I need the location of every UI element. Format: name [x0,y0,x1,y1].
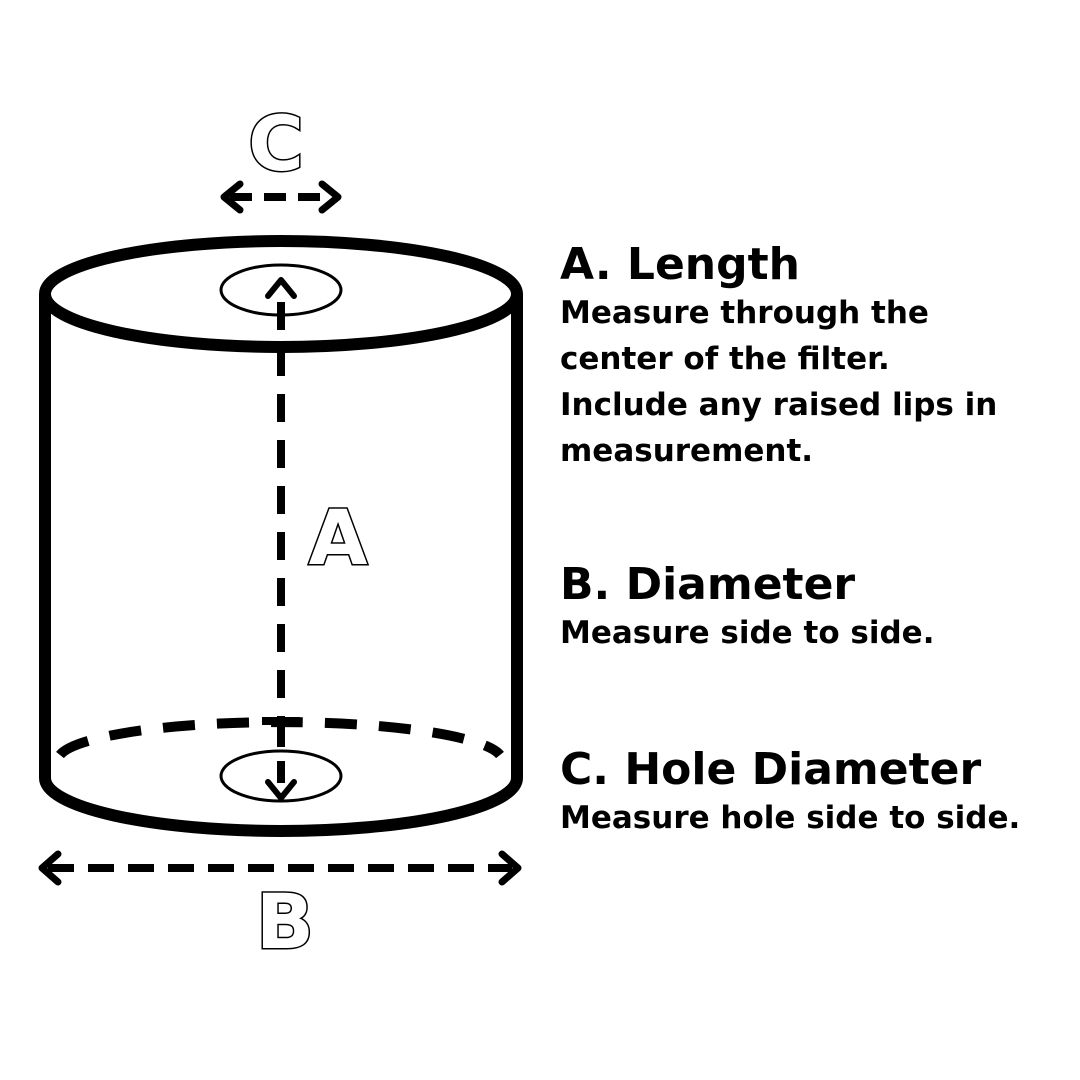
cylinder-top-rim [39,235,523,353]
bottom-hole [219,749,343,803]
legend-hole-diameter: C. Hole Diameter Measure hole side to si… [560,745,1020,841]
cylinder-bottom-front-arc [39,777,523,837]
hole-diameter-arrow [220,180,342,214]
label-b: B [256,877,314,966]
diameter-arrow [38,850,522,886]
legend-length: A. Length Measure through the center of … [560,240,997,474]
legend-diameter-description: Measure side to side. [560,615,935,651]
legend-diameter-title: B. Diameter [560,559,856,610]
legend-length-title: A. Length [560,239,800,290]
label-c: C [248,99,304,188]
label-a: A [309,493,368,582]
legend-diameter: B. Diameter Measure side to side. [560,560,934,656]
legend-hole-diameter-description: Measure hole side to side. [560,800,1021,836]
length-arrow [262,277,300,801]
legend-length-description: Measure through the center of the filter… [560,295,998,469]
legend-hole-diameter-title: C. Hole Diameter [560,744,982,795]
